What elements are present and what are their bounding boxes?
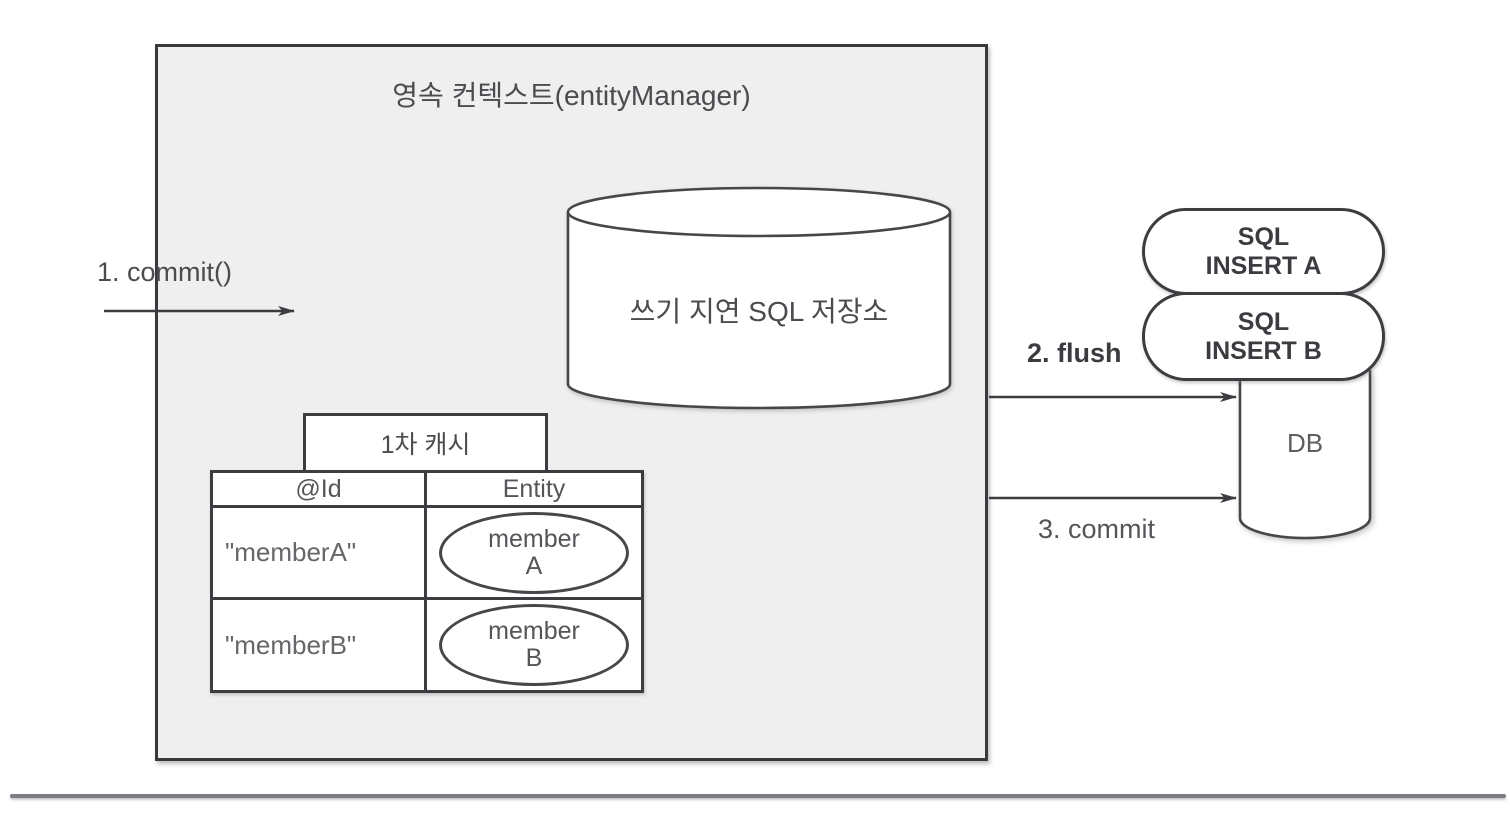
bottom-divider: [10, 794, 1506, 798]
cache-header-id: @Id: [213, 473, 427, 508]
entity-memberB-line1: member: [488, 617, 580, 645]
sql-insert-a-line1: SQL: [1237, 222, 1290, 251]
entity-memberB-line2: B: [525, 644, 543, 672]
write-behind-store-label: 쓰기 지연 SQL 저장소: [629, 296, 889, 327]
commit1-label: 1. commit(): [97, 257, 232, 287]
flush-label: 2. flush: [1027, 338, 1122, 368]
sql-insert-b-line1: SQL: [1237, 307, 1290, 336]
entity-memberA-line1: member: [488, 524, 580, 553]
sql-insert-b-line2: INSERT B: [1205, 336, 1322, 365]
cache-row-memberB-id: "memberB": [213, 600, 427, 690]
cache-header-entity: Entity: [427, 473, 641, 508]
entity-ellipse-memberA: member A: [439, 511, 629, 594]
db-cylinder: [1238, 370, 1372, 540]
store-cylinder-top: [566, 186, 952, 238]
commit3-label: 3. commit: [1038, 514, 1156, 544]
entity-memberA-line2: A: [525, 551, 543, 580]
sql-insert-a-box: SQL INSERT A: [1142, 208, 1385, 295]
first-level-cache-tab: 1차 캐시: [303, 413, 548, 470]
cache-row-memberB-entity: member B: [427, 600, 641, 690]
db-cylinder-body: [1238, 370, 1372, 540]
cache-row-memberA-id: "memberA": [213, 508, 427, 600]
entity-ellipse-memberB: member B: [439, 604, 629, 686]
cache-row-memberA-entity: member A: [427, 508, 641, 600]
persistence-context-title: 영속 컨텍스트(entityManager): [392, 80, 751, 111]
write-behind-store-cylinder: [566, 186, 952, 410]
db-label: DB: [1286, 428, 1324, 458]
first-level-cache-tab-label: 1차 캐시: [380, 431, 471, 459]
sql-insert-a-line2: INSERT A: [1205, 251, 1322, 280]
first-level-cache-table: @Id Entity "memberA" member A "memberB" …: [210, 470, 644, 693]
sql-insert-b-box: SQL INSERT B: [1142, 292, 1385, 381]
store-cylinder-body: [566, 212, 952, 410]
